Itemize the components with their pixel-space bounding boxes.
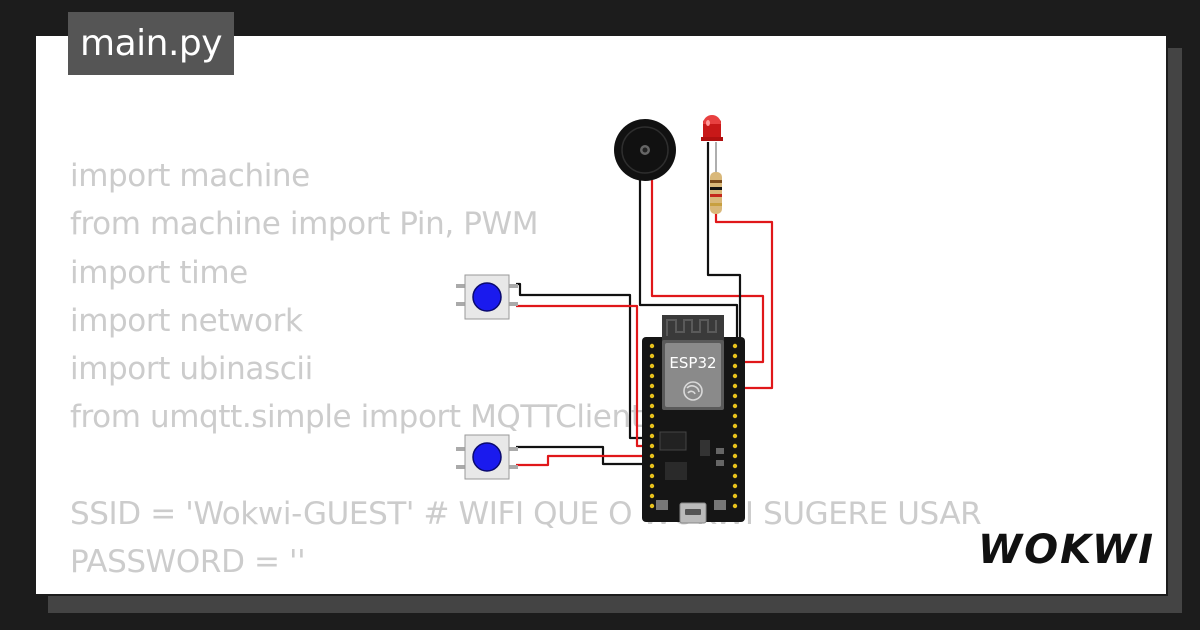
code-line: SSID = 'Wokwi-GUEST' # WIFI QUE O WOKWI …	[70, 496, 982, 533]
code-line: import network	[70, 302, 303, 339]
wokwi-logo: WOKWI	[978, 527, 1156, 573]
push-button-1[interactable]	[456, 274, 518, 320]
wire-red	[714, 212, 774, 390]
code-line: from machine import Pin, PWM	[70, 206, 539, 243]
code-line: import machine	[70, 158, 310, 194]
preview-card: import machine from machine import Pin, P…	[34, 34, 1168, 596]
espressif-logo-icon	[683, 381, 703, 401]
buzzer[interactable]	[614, 119, 676, 181]
wire-red	[650, 180, 765, 364]
code-line: import ubinascii	[70, 351, 313, 388]
wire-red	[516, 304, 648, 448]
board-label: ESP32	[669, 354, 716, 372]
wire-black	[516, 282, 648, 440]
code-line: from umqtt.simple import MQTTClient	[70, 399, 643, 436]
esp32-board[interactable]: ESP32	[642, 315, 745, 524]
file-tab: main.py	[68, 12, 235, 75]
code-line: import time	[70, 254, 248, 291]
wire-red	[516, 454, 648, 467]
wire-black	[706, 142, 742, 340]
resistor	[710, 172, 722, 214]
code-line: PASSWORD = ''	[70, 544, 306, 581]
wire-black	[638, 180, 739, 340]
code-preview: import machine from machine import Pin, P…	[70, 152, 982, 594]
push-button-2[interactable]	[456, 434, 518, 480]
led[interactable]	[701, 115, 723, 141]
code-line: MQTT_BROKER = 'broker.hivemq.com'	[70, 587, 981, 594]
